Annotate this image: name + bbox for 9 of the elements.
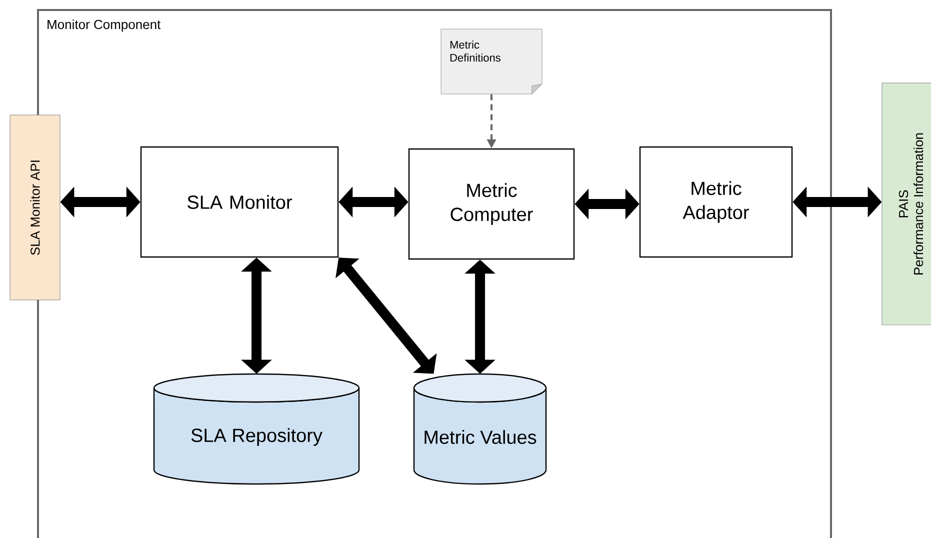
interface-box: SLA Monitor API — [10, 114, 60, 300]
process-box: SLA Monitor — [140, 146, 339, 258]
database-cylinder: Metric Values — [413, 373, 547, 485]
process-box: Metric Computer — [408, 148, 575, 260]
interface-box: PAIS Performance Information — [882, 82, 931, 326]
double-arrow — [336, 258, 437, 374]
process-box: Metric Adaptor — [639, 146, 793, 258]
database-cylinder: SLA Repository — [153, 373, 360, 485]
document-note: Metric Definitions — [440, 28, 542, 94]
